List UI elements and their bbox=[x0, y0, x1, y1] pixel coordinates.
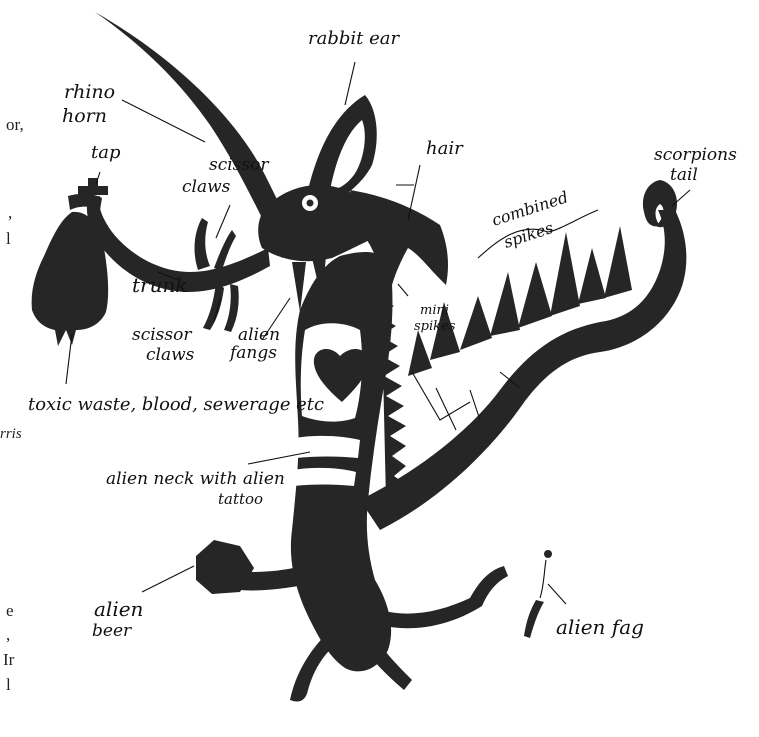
body-shape bbox=[291, 252, 393, 671]
label-alien-fangs-line2: fangs bbox=[228, 343, 277, 363]
label-scissor-claws-top-line1: scissor bbox=[209, 155, 269, 175]
label-rhino-horn-line1: rhino bbox=[64, 81, 115, 103]
label-scissor-claws-bottom-line2: claws bbox=[146, 345, 195, 365]
label-alien-neck-line1: alien neck with alien bbox=[106, 469, 285, 489]
label-scorpions-tail-line2: tail bbox=[670, 165, 698, 185]
edge-text-5: e bbox=[6, 601, 14, 620]
toxic-waste-shape bbox=[32, 212, 109, 346]
label-hair: hair bbox=[426, 138, 464, 159]
label-scissor-claws-top-line2: claws bbox=[182, 177, 231, 197]
alien-fag-smoke-line bbox=[540, 560, 546, 598]
scissor-claws-top-shape bbox=[195, 218, 236, 270]
label-alien-beer-line1: alien bbox=[94, 597, 143, 621]
label-rhino-horn-line2: horn bbox=[62, 105, 107, 127]
alien-fag-shape bbox=[524, 600, 544, 638]
label-scissor-claws-bottom-line1: scissor bbox=[132, 325, 192, 345]
label-toxic-waste: toxic waste, blood, sewerage etc bbox=[28, 394, 324, 415]
label-scorpions-tail-line1: scorpions bbox=[654, 145, 737, 165]
tap-shape bbox=[68, 178, 108, 210]
label-alien-fag: alien fag bbox=[556, 615, 644, 639]
label-mini-spikes-line2: spikes bbox=[414, 319, 456, 334]
label-rabbit-ear: rabbit ear bbox=[308, 28, 400, 49]
edge-text-fragments: or, , l rris e , Ir l bbox=[0, 115, 24, 694]
eye-pupil bbox=[307, 200, 314, 207]
label-alien-neck-line2: tattoo bbox=[218, 490, 263, 508]
label-tap: tap bbox=[91, 142, 121, 163]
label-trunk: trunk bbox=[132, 273, 187, 297]
edge-text-6: , bbox=[6, 625, 10, 644]
alien-fag-smoke bbox=[544, 550, 552, 558]
edge-text-8: l bbox=[6, 675, 11, 694]
edge-text-7: Ir bbox=[3, 650, 15, 669]
edge-text-3: l bbox=[6, 229, 11, 248]
edge-text-1: or, bbox=[6, 115, 24, 134]
label-mini-spikes-line1: mini bbox=[420, 303, 449, 318]
label-alien-fangs-line1: alien bbox=[238, 325, 280, 345]
edge-text-4: rris bbox=[0, 426, 22, 442]
edge-text-2: , bbox=[8, 203, 12, 222]
tail-body-shape bbox=[360, 210, 686, 530]
label-alien-beer-line2: beer bbox=[92, 621, 132, 641]
